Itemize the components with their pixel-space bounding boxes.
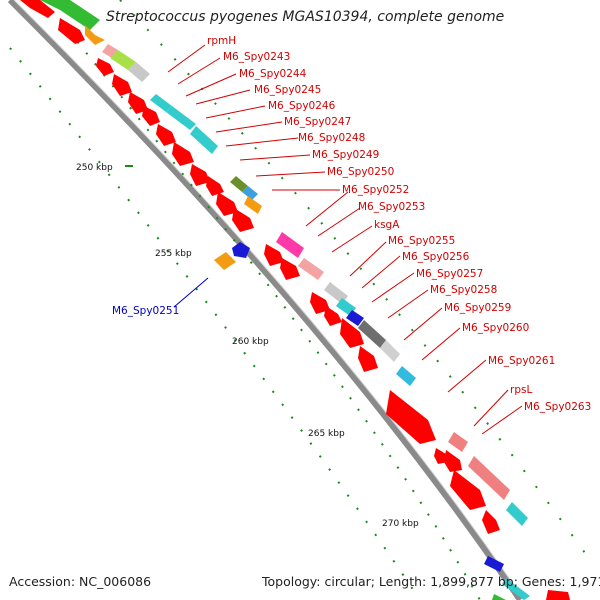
gene-arrow[interactable] [264,244,284,266]
gene-label[interactable]: M6_Spy0263 [524,401,591,413]
gene-label[interactable]: M6_Spy0259 [444,302,511,314]
gc-track-inner [9,47,421,600]
gene-arrow[interactable] [310,292,330,314]
gene-label[interactable]: M6_Spy0252 [342,184,409,196]
gene-arrow[interactable] [232,208,254,232]
gene-label[interactable]: M6_Spy0249 [312,149,379,161]
gene-arrow[interactable] [156,124,176,146]
gene-arrow[interactable] [216,192,238,216]
gene-block[interactable] [298,258,324,280]
gene-arrow[interactable] [128,92,148,114]
gene-arrow[interactable] [142,106,160,126]
accession-text: Accession: NC_006086 [9,574,152,589]
gene-arrow[interactable] [358,346,378,372]
gene-label[interactable]: M6_Spy0248 [298,132,365,144]
gene-label[interactable]: M6_Spy0245 [254,84,321,96]
gene-label[interactable]: ksgA [374,219,400,231]
gene-block[interactable] [242,186,258,200]
gene-block[interactable] [396,366,416,386]
scale-ticks: 250 kbp 255 kbp 260 kbp 265 kbp 270 kbp [76,163,419,529]
gene-arrow[interactable] [112,74,132,96]
gene-label[interactable]: M6_Spy0243 [223,51,290,63]
gene-label[interactable]: M6_Spy0260 [462,322,529,334]
map-title: Streptococcus pyogenes MGAS10394, comple… [106,9,505,25]
genome-backbone-inner [13,0,525,600]
scale-tick-label: 270 kbp [382,519,419,529]
scale-tick-label: 255 kbp [155,249,192,259]
gene-arrow[interactable] [450,470,486,510]
gene-arrow[interactable] [546,590,570,600]
gene-block[interactable] [448,432,468,452]
gene-block[interactable] [244,196,262,214]
outer-gene-track [20,0,570,600]
gene-arrow[interactable] [190,164,210,186]
scale-tick-label: 265 kbp [308,429,345,439]
gene-block[interactable] [214,252,236,270]
genome-summary: Topology: circular; Length: 1,899,877 bp… [262,574,600,589]
gene-block[interactable] [276,232,304,258]
gene-label[interactable]: M6_Spy0256 [402,251,470,263]
gene-label[interactable]: M6_Spy0258 [430,284,497,296]
scale-tick-label: 250 kbp [76,163,113,173]
gene-block[interactable] [166,106,196,130]
gene-block[interactable] [190,126,218,154]
gene-block[interactable] [150,94,172,112]
gene-arrow[interactable] [172,142,194,166]
gene-label[interactable]: M6_Spy0250 [327,166,394,178]
gene-arrow[interactable] [482,510,500,534]
gene-label[interactable]: M6_Spy0247 [284,116,351,128]
gene-arrow[interactable] [386,390,436,444]
gene-label[interactable]: M6_Spy0251 [112,305,179,317]
gene-block[interactable] [484,556,504,572]
outer-gene-labels: rpmH M6_Spy0243 M6_Spy0244 M6_Spy0245 M6… [207,35,591,413]
gene-feature[interactable] [40,0,100,30]
gene-label[interactable]: M6_Spy0253 [358,201,425,213]
colored-gene-track [102,44,530,600]
label-connector-inner [173,277,209,308]
gene-block[interactable] [468,456,510,500]
gene-arrow[interactable] [20,0,55,18]
gene-block[interactable] [128,62,150,82]
gene-arrow[interactable] [58,18,85,44]
gene-label[interactable]: rpsL [510,384,532,396]
gene-label[interactable]: M6_Spy0246 [268,100,336,112]
label-connectors [167,44,523,435]
gene-block[interactable] [346,310,364,326]
gene-block[interactable] [492,594,506,600]
gene-label[interactable]: M6_Spy0261 [488,355,555,367]
gene-label[interactable]: M6_Spy0255 [388,235,455,247]
gene-block[interactable] [358,320,386,348]
gene-arrow[interactable] [340,318,364,348]
gc-track-outer [119,0,591,561]
gene-label[interactable]: rpmH [207,35,236,47]
gene-block[interactable] [502,578,530,600]
gene-label[interactable]: M6_Spy0257 [416,268,483,280]
gene-feature[interactable] [85,25,105,45]
gene-block[interactable] [230,176,248,192]
scale-tick-label: 260 kbp [232,337,269,347]
gene-block[interactable] [506,502,528,526]
gene-arrow[interactable] [444,450,462,472]
gene-arrow[interactable] [324,306,342,326]
gene-arrow[interactable] [232,242,250,258]
gene-block[interactable] [380,340,400,362]
gene-arrow[interactable] [206,176,224,196]
genome-backbone [7,0,523,600]
gene-arrow[interactable] [96,58,114,76]
gene-block[interactable] [110,50,136,70]
gene-label[interactable]: M6_Spy0244 [239,68,307,80]
gene-arrow[interactable] [280,258,300,280]
